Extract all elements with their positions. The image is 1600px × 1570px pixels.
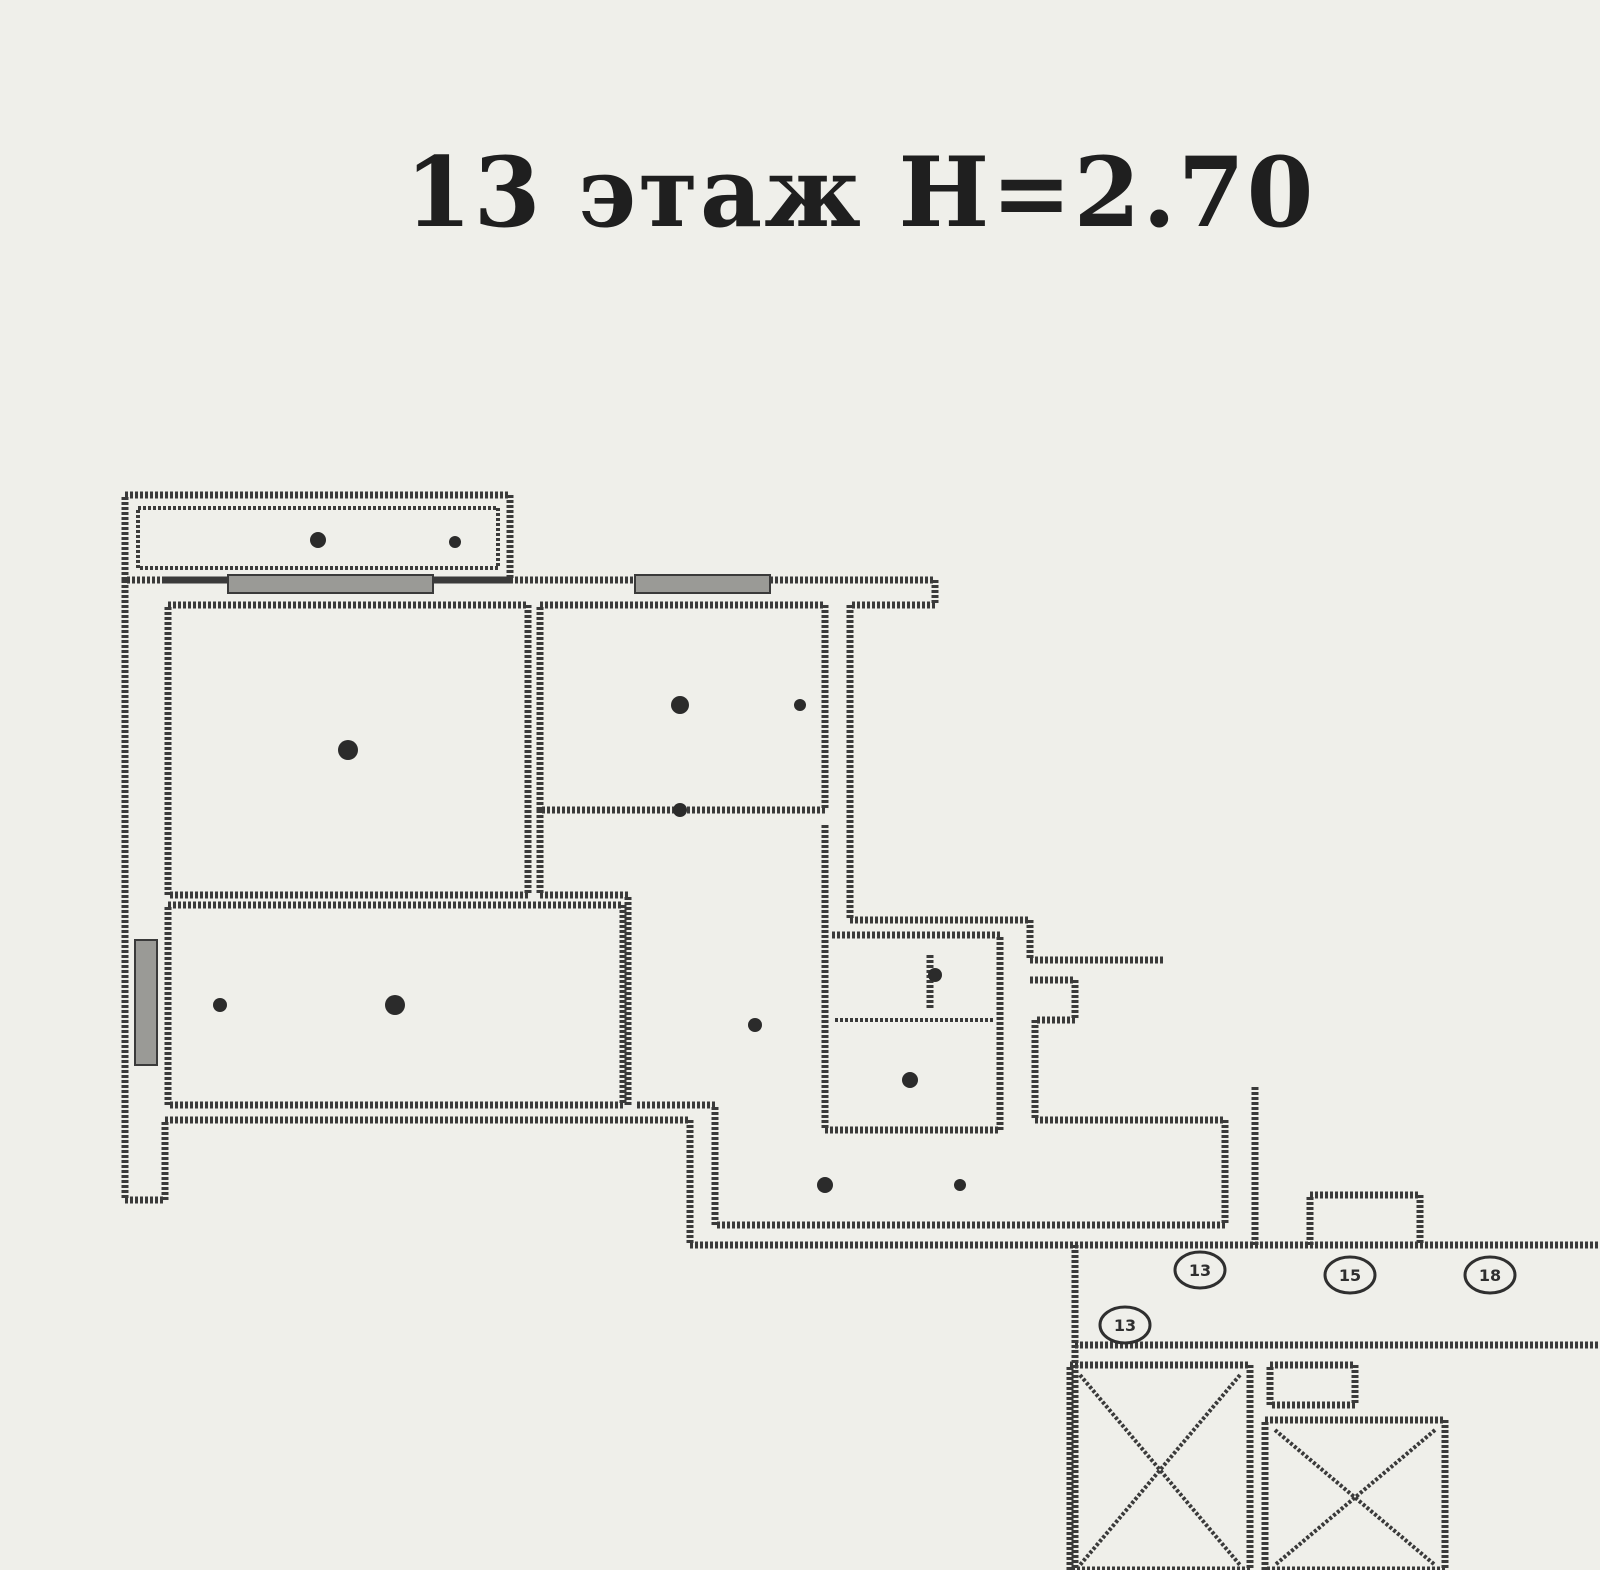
svg-text:13: 13 (1114, 1316, 1136, 1335)
axis-markers: 13 15 18 13 (1098, 1250, 1517, 1345)
room-marks (213, 532, 966, 1193)
floor-title: 13 этаж Н=2.70 (405, 136, 1316, 249)
axis-marker: 13 (1098, 1305, 1152, 1345)
svg-text:18: 18 (1479, 1266, 1501, 1285)
adjacent-structure (1066, 1191, 1600, 1570)
axis-marker: 15 (1323, 1255, 1377, 1295)
interior-walls (164, 601, 1004, 1134)
axis-marker: 13 (1173, 1250, 1227, 1290)
outer-walls (121, 576, 1259, 1249)
svg-text:15: 15 (1339, 1266, 1361, 1285)
windows (134, 574, 771, 1066)
axis-marker: 18 (1463, 1255, 1517, 1295)
svg-text:13: 13 (1189, 1261, 1211, 1280)
